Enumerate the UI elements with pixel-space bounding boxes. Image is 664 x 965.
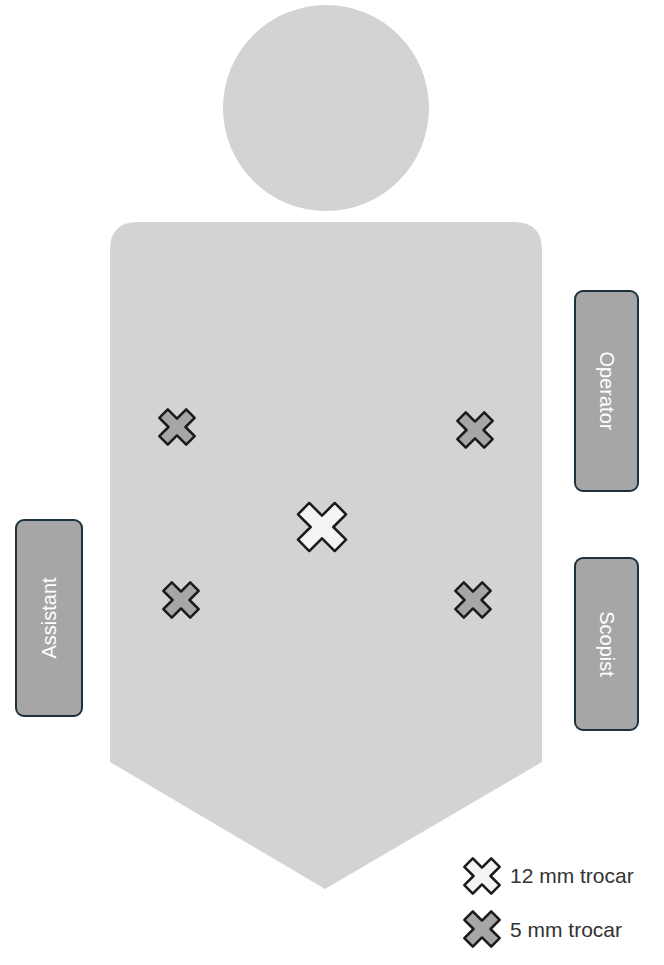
patient-head — [223, 5, 429, 211]
role-label: Scopist — [597, 611, 617, 677]
trocar-5mm — [154, 573, 208, 627]
legend-label: 12 mm trocar — [510, 865, 634, 886]
role-box: Operator — [574, 290, 639, 492]
patient-torso — [110, 222, 542, 889]
role-label: Operator — [597, 352, 617, 431]
legend-label: 5 mm trocar — [510, 919, 622, 940]
role-box: Assistant — [15, 519, 83, 717]
trocar-5mm — [446, 573, 500, 627]
legend-symbol — [455, 849, 509, 903]
trocar-12mm — [285, 490, 359, 564]
trocar-5mm — [448, 403, 502, 457]
legend-symbol — [455, 902, 509, 956]
role-box: Scopist — [574, 557, 639, 731]
trocar-5mm — [150, 400, 204, 454]
role-label: Assistant — [39, 577, 59, 658]
